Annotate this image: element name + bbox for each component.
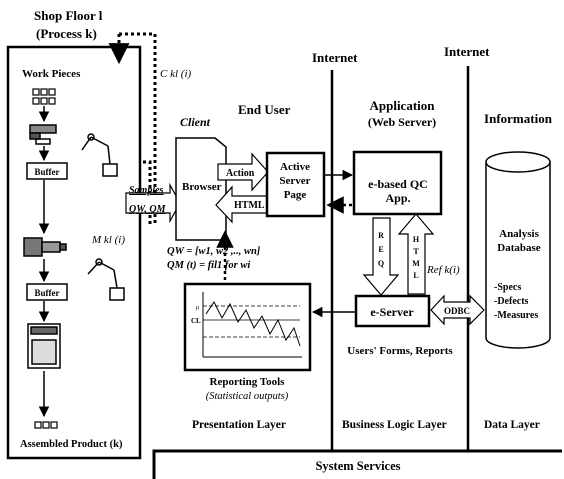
business-layer-label: Business Logic Layer	[342, 419, 447, 431]
qc-app-line-1: e-based QC	[368, 177, 428, 191]
reporting-tools-box	[183, 282, 312, 372]
e-server-label: e-Server	[370, 305, 414, 319]
asp-line-1: Active	[280, 161, 310, 173]
action-arrow	[217, 152, 269, 192]
buffer-2-label: Buffer	[35, 288, 60, 298]
e-server-box	[354, 294, 431, 328]
control-chart	[202, 292, 302, 358]
assembled-product-icon	[34, 421, 58, 429]
work-pieces-icon	[32, 88, 56, 105]
application-label: Application	[369, 98, 435, 113]
database-title-2: Database	[497, 242, 541, 254]
req-label: R E Q	[378, 231, 384, 268]
robot-arm-icon	[87, 258, 125, 301]
qc-app-box	[352, 150, 443, 216]
action-label: Action	[226, 168, 255, 179]
lathe-icon	[23, 237, 67, 257]
client-label: Client	[180, 115, 211, 129]
asp-line-3: Page	[284, 189, 307, 201]
internet-right-label: Internet	[444, 44, 490, 59]
database-icon	[485, 151, 551, 349]
active-server-page-box	[265, 151, 326, 218]
work-pieces-label: Work Pieces	[22, 68, 81, 80]
svg-text:H: H	[413, 235, 420, 244]
svg-text:Q: Q	[378, 259, 384, 268]
robot-arm-icon	[81, 133, 118, 177]
ref-label: Ref k(i)	[426, 264, 460, 276]
assembled-product-label: Assembled Product (k)	[20, 439, 123, 450]
samples-arrow	[125, 182, 181, 224]
control-path-upper	[119, 32, 157, 224]
database-item-measures: -Measures	[494, 310, 538, 321]
html-up-arrow	[397, 213, 435, 295]
odbc-arrow	[430, 294, 485, 326]
req-arrow	[362, 217, 400, 296]
svg-text:L: L	[413, 271, 418, 280]
svg-text:R: R	[378, 231, 384, 240]
qm-formula: QM (t) = fil1 for wi	[167, 260, 250, 271]
oven-icon	[27, 323, 61, 369]
svg-text:E: E	[378, 245, 383, 254]
database-title-1: Analysis	[499, 228, 539, 240]
presentation-layer-label: Presentation Layer	[192, 419, 286, 431]
samples-values: QW, QM	[129, 204, 167, 215]
chart-upper-label: μ	[196, 305, 199, 311]
reporting-tools-subtitle: (Statistical outputs)	[206, 391, 289, 402]
buffer-1-box	[26, 162, 68, 180]
machine-icon	[29, 124, 57, 145]
system-services-bar	[152, 449, 562, 479]
information-label: Information	[484, 111, 553, 126]
buffer-1-label: Buffer	[35, 167, 60, 177]
html-arrow	[215, 185, 269, 224]
reporting-tools-title: Reporting Tools	[210, 376, 286, 388]
internet-left-label: Internet	[312, 50, 358, 65]
shop-floor-process: (Process k)	[36, 26, 97, 41]
database-item-specs: -Specs	[494, 282, 521, 293]
database-item-defects: -Defects	[494, 296, 529, 307]
chart-cl-label: CL	[191, 317, 201, 325]
buffer-2-box	[26, 283, 68, 301]
asp-line-2: Server	[279, 175, 310, 187]
odbc-label: ODBC	[444, 306, 470, 316]
web-server-label: (Web Server)	[368, 115, 436, 129]
m-label: M kl (i)	[91, 234, 125, 246]
samples-label: Samples	[129, 185, 164, 196]
users-forms-label: Users' Forms, Reports	[347, 345, 453, 357]
end-user-label: End User	[238, 102, 291, 117]
shop-floor-box	[6, 45, 142, 460]
svg-text:M: M	[412, 259, 420, 268]
browser-label: Browser	[182, 181, 222, 193]
html-label: HTML	[234, 200, 265, 211]
c-label: C kl (i)	[160, 68, 191, 80]
html-vertical-label: H T M L	[412, 235, 420, 280]
shop-floor-title: Shop Floor l	[34, 8, 103, 23]
data-layer-label: Data Layer	[484, 419, 540, 431]
qw-formula: QW = [w1, w2 ,.., wn]	[167, 246, 261, 257]
qc-app-line-2: App.	[385, 191, 410, 205]
svg-text:T: T	[413, 247, 419, 256]
system-services-label: System Services	[315, 459, 400, 473]
